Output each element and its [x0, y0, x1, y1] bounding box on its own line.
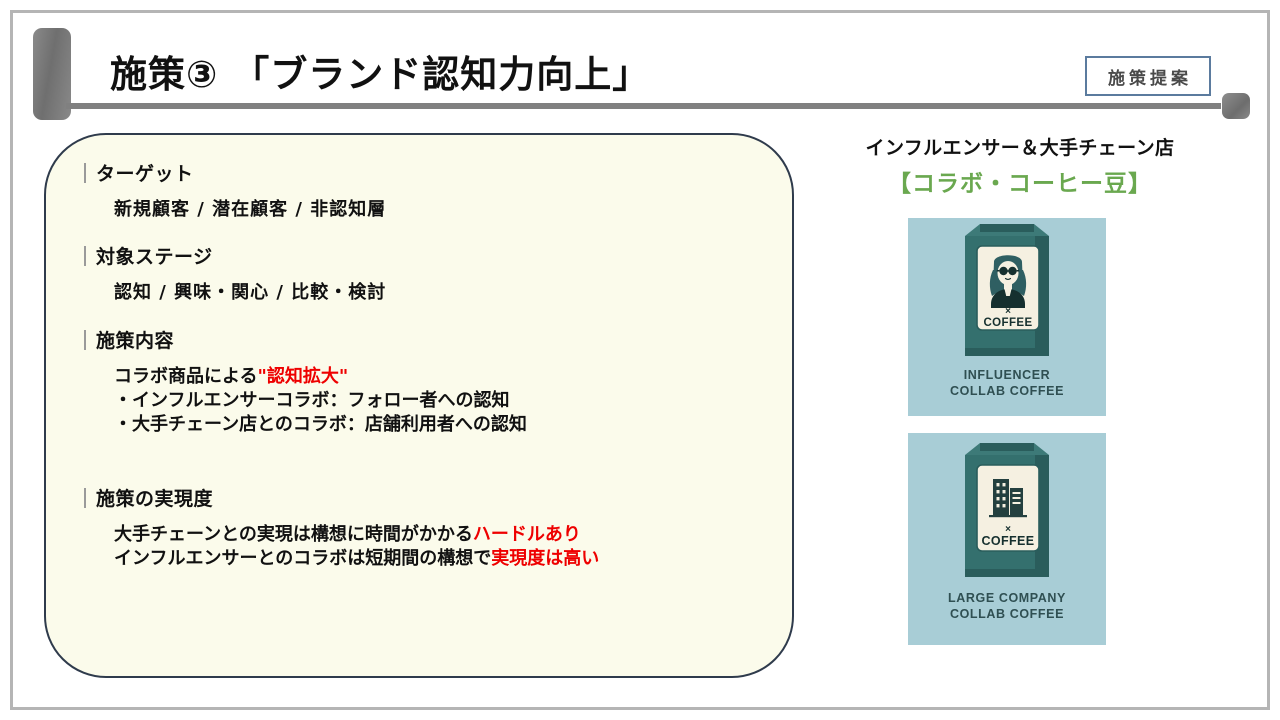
section-feasibility-line-2: インフルエンサーとのコラボは短期間の構想で実現度は高い — [114, 547, 792, 571]
section-measures-line-3: ・大手チェーン店とのコラボ：店舗利用者への認知 — [114, 413, 792, 437]
product-caption-large-company: LARGE COMPANY COLLAB COFFEE — [908, 591, 1106, 622]
product-caption-influencer: INFLUENCER COLLAB COFFEE — [908, 368, 1106, 399]
section-measures-line-2: ・インフルエンサーコラボ：フォロー者への認知 — [114, 389, 792, 413]
large-company-coffee-bag-illustration: × COFFEE — [965, 443, 1049, 577]
content-panel: ターゲット 新規顧客 / 潜在顧客 / 非認知層 対象ステージ 認知 / 興味・… — [44, 133, 794, 678]
section-feasibility-head: 施策の実現度 — [46, 484, 792, 511]
product-card-large-company: × COFFEE LARGE COMPANY COLLAB COFFEE — [908, 433, 1106, 645]
proposal-badge: 施策提案 — [1085, 56, 1211, 96]
section-tick-icon — [84, 162, 86, 183]
section-measures-line-1: コラボ商品による"認知拡大" — [114, 365, 792, 389]
proposal-badge-label: 施策提案 — [1108, 68, 1192, 89]
section-tick-icon — [84, 245, 86, 266]
section-target-body: 新規顧客 / 潜在顧客 / 非認知層 — [46, 198, 792, 222]
svg-text:COFFEE: COFFEE — [981, 534, 1034, 548]
product-caption-influencer-line1: INFLUENCER — [963, 368, 1051, 382]
svg-text:COFFEE: COFFEE — [983, 317, 1032, 329]
section-target-head: ターゲット — [46, 159, 792, 186]
right-heading-secondary: 【コラボ・コーヒー豆】 — [888, 171, 1152, 197]
measures-line-2-plain: ・インフルエンサーコラボ：フォロー者への認知 — [114, 389, 510, 411]
svg-text:×: × — [1005, 524, 1011, 535]
section-feasibility-body: 大手チェーンとの実現は構想に時間がかかるハードルあり インフルエンサーとのコラボ… — [46, 523, 792, 571]
measures-line-3-plain: ・大手チェーン店とのコラボ：店舗利用者への認知 — [114, 413, 527, 435]
section-measures-head: 施策内容 — [46, 326, 792, 353]
feasibility-line-1-emphasis: ハードルあり — [472, 524, 581, 545]
slide-title: 施策③ 「ブランド認知力向上」 — [110, 53, 651, 96]
measures-line-1-plain: コラボ商品による — [114, 366, 258, 387]
title-accent-tab — [33, 28, 71, 120]
section-tick-icon — [84, 487, 86, 508]
product-card-influencer: × COFFEE INFLUENCER COLLAB COFFEE — [908, 218, 1106, 416]
feasibility-line-1-plain: 大手チェーンとの実現は構想に時間がかかる — [114, 524, 473, 545]
section-stage-head: 対象ステージ — [46, 242, 792, 269]
product-caption-large-company-line2: COLLAB COFFEE — [949, 606, 1065, 621]
feasibility-line-2-plain: インフルエンサーとのコラボは短期間の構想で — [114, 547, 492, 569]
product-caption-large-company-line1: LARGE COMPANY — [948, 591, 1066, 605]
section-measures-heading: 施策内容 — [96, 330, 175, 352]
section-measures-body: コラボ商品による"認知拡大" ・インフルエンサーコラボ：フォロー者への認知 ・大… — [46, 365, 792, 436]
section-stage: 対象ステージ 認知 / 興味・関心 / 比較・検討 — [46, 242, 792, 305]
section-tick-icon — [84, 329, 86, 350]
section-feasibility-line-1: 大手チェーンとの実現は構想に時間がかかるハードルあり — [114, 523, 792, 547]
section-target: ターゲット 新規顧客 / 潜在顧客 / 非認知層 — [46, 159, 792, 222]
section-target-heading: ターゲット — [96, 163, 194, 185]
section-stage-body: 認知 / 興味・関心 / 比較・検討 — [46, 281, 792, 305]
right-column: インフルエンサー＆大手チェーン店 【コラボ・コーヒー豆】 — [820, 133, 1220, 645]
section-feasibility-heading: 施策の実現度 — [96, 488, 214, 510]
section-stage-line-1: 認知 / 興味・関心 / 比較・検討 — [114, 282, 387, 303]
title-underline-rule — [66, 103, 1221, 109]
product-caption-influencer-line2: COLLAB COFFEE — [949, 383, 1065, 398]
section-feasibility: 施策の実現度 大手チェーンとの実現は構想に時間がかかるハードルあり インフルエン… — [46, 484, 792, 571]
section-measures: 施策内容 コラボ商品による"認知拡大" ・インフルエンサーコラボ：フォロー者への… — [46, 326, 792, 436]
influencer-coffee-bag-illustration: × COFFEE — [965, 224, 1049, 356]
title-rule-endcap — [1222, 93, 1250, 119]
feasibility-line-2-emphasis: 実現度は高い — [491, 547, 600, 569]
section-stage-heading: 対象ステージ — [96, 246, 213, 268]
section-target-line-1: 新規顧客 / 潜在顧客 / 非認知層 — [114, 199, 387, 220]
svg-text:×: × — [1005, 306, 1011, 317]
right-heading-primary: インフルエンサー＆大手チェーン店 — [865, 137, 1175, 159]
measures-line-1-emphasis: "認知拡大" — [257, 366, 349, 387]
